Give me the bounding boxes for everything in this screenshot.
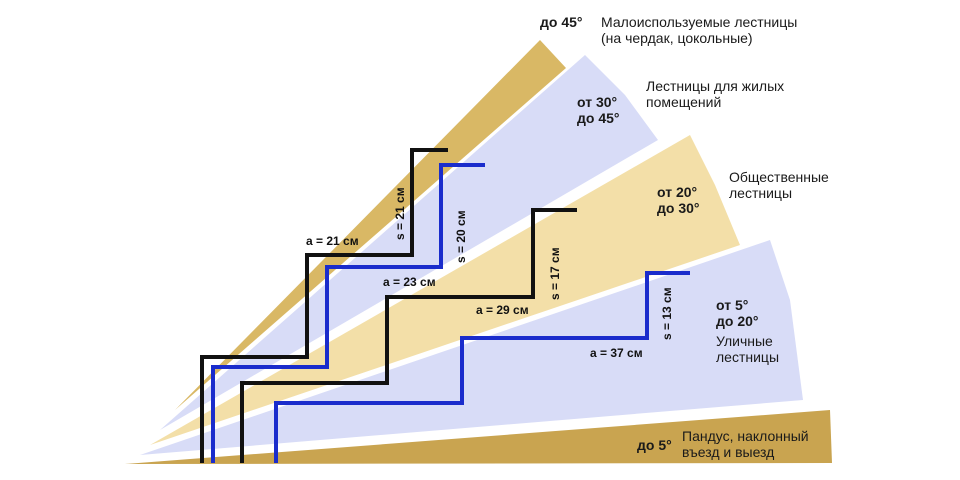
outdoor-angle-line1: от 5° <box>716 297 749 313</box>
public-angle-line1: от 20° <box>657 184 698 200</box>
wedge-residential <box>160 55 658 430</box>
stair-4-tread-label: a = 37 см <box>590 346 643 360</box>
stair-2-tread-label: a = 23 см <box>383 275 436 289</box>
attic-description-line2: (на чердак, цокольные) <box>601 30 753 46</box>
residential-angle-line2: до 45° <box>577 110 620 126</box>
public-description-line1: Общественные <box>729 169 829 185</box>
attic-angle-label: до 45° <box>540 14 583 30</box>
ramp-angle-label: до 5° <box>637 437 672 453</box>
stair-1-riser-label: s = 21 см <box>393 187 407 240</box>
outdoor-angle-line2: до 20° <box>716 313 759 329</box>
residential-description-line2: помещений <box>646 94 722 110</box>
wedge-attic <box>175 40 566 410</box>
stair-2-blue <box>211 163 485 463</box>
stair-3-black <box>240 208 577 463</box>
outdoor-description-line1: Уличные <box>716 333 773 349</box>
residential-description-line1: Лестницы для жилых <box>646 78 785 94</box>
residential-angle-line1: от 30° <box>577 94 618 110</box>
stair-1-black <box>200 148 448 463</box>
ramp-description-line2: въезд и выезд <box>682 444 775 460</box>
stair-3-tread-label: a = 29 см <box>476 303 529 317</box>
stair-4-riser-label: s = 13 см <box>660 287 674 340</box>
wedge-ramp <box>125 410 832 464</box>
public-angle-line2: до 30° <box>657 200 700 216</box>
ramp-description-line1: Пандус, наклонный <box>682 428 809 444</box>
attic-description-line1: Малоиспользуемые лестницы <box>601 14 798 30</box>
stair-4-blue <box>274 271 690 463</box>
outdoor-description-line2: лестницы <box>716 349 779 365</box>
stair-1-tread-label: a = 21 см <box>306 234 359 248</box>
public-description-line2: лестницы <box>729 185 792 201</box>
stair-2-riser-label: s = 20 см <box>454 210 468 263</box>
stair-3-riser-label: s = 17 см <box>548 247 562 300</box>
